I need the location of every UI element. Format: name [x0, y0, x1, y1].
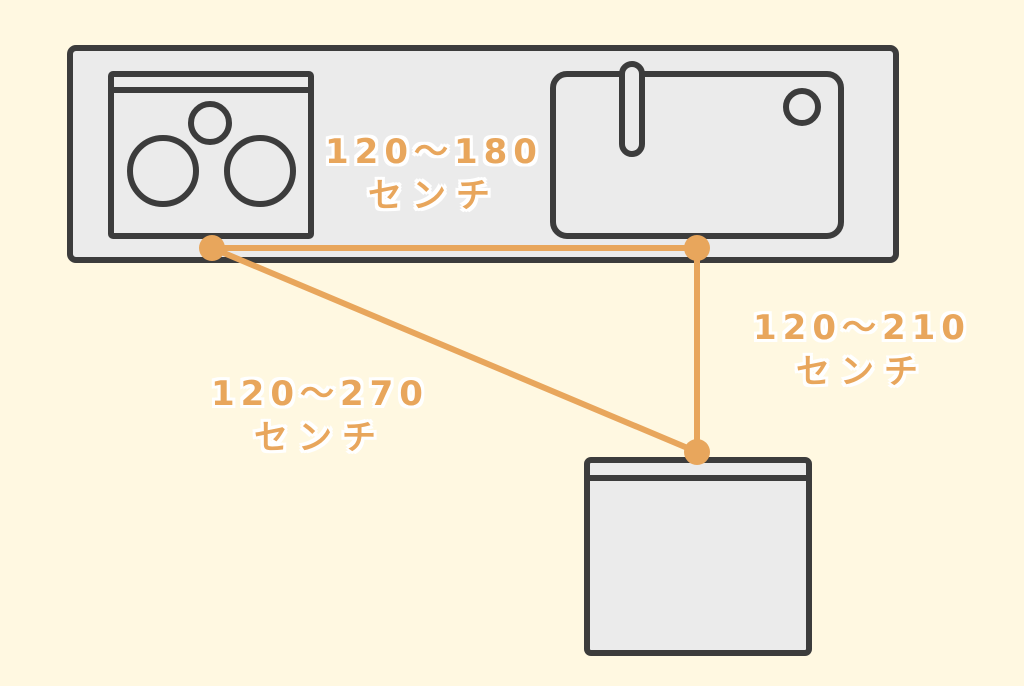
label-sink-to-fridge-unit: センチ — [796, 352, 928, 393]
refrigerator-body — [584, 457, 812, 656]
line-stove-to-fridge — [209, 245, 700, 455]
stove — [108, 71, 314, 239]
label-stove-to-sink-range: 120〜180 — [325, 132, 543, 172]
label-sink-to-fridge-range: 120〜210 — [753, 308, 971, 348]
label-stove-to-fridge-range: 120〜270 — [211, 374, 429, 414]
sink — [550, 61, 844, 239]
faucet-icon — [619, 61, 645, 157]
label-stove-to-fridge: 120〜270 センチ — [200, 372, 440, 460]
label-sink-to-fridge: 120〜210 センチ — [744, 306, 980, 394]
point-refrigerator — [684, 439, 710, 465]
label-stove-to-sink: 120〜180 センチ — [316, 130, 552, 218]
point-sink — [684, 235, 710, 261]
refrigerator — [584, 457, 812, 656]
label-stove-to-fridge-unit: センチ — [254, 418, 386, 459]
drain-icon — [783, 88, 821, 126]
point-stove — [199, 235, 225, 261]
burner-left-icon — [127, 135, 199, 207]
label-stove-to-sink-unit: センチ — [368, 176, 500, 217]
burner-small-icon — [188, 101, 232, 145]
burner-right-icon — [224, 135, 296, 207]
